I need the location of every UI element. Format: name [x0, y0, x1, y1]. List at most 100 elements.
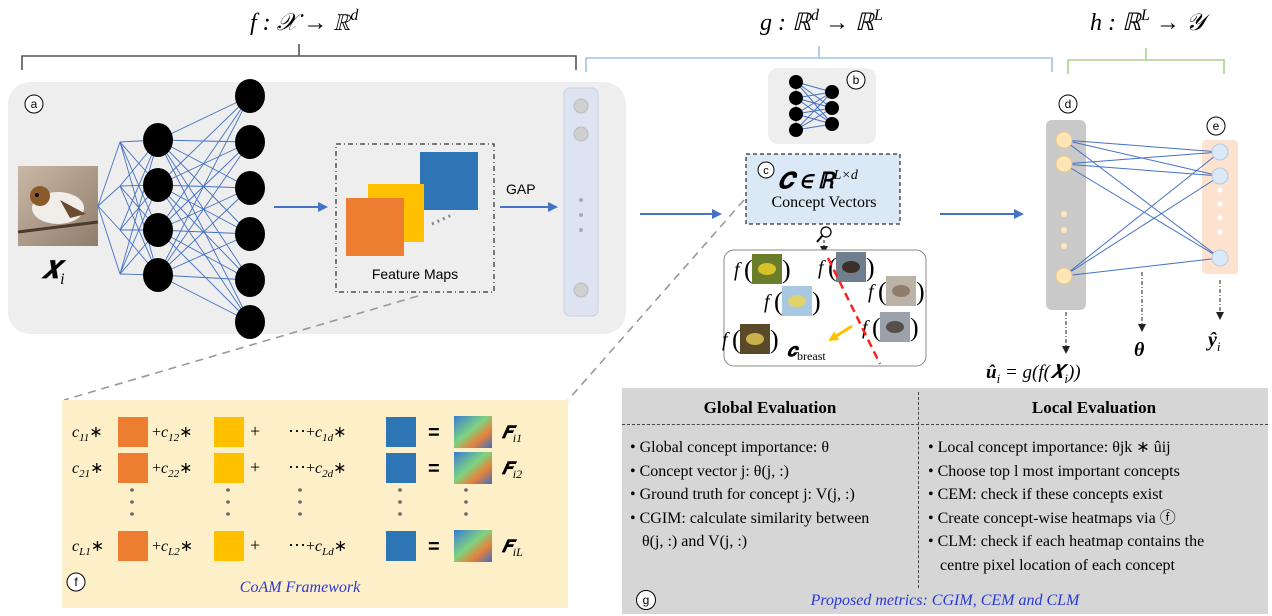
evaluation-heading-line [622, 424, 1268, 425]
evaluation-caption: Proposed metrics: CGIM, CEM and CLM [810, 592, 1080, 609]
vertical-ellipsis-dot [298, 488, 302, 492]
output-node [1211, 249, 1229, 267]
svg-text:e: e [1213, 119, 1220, 133]
network-node [235, 217, 265, 251]
breast-concept-arrow [828, 324, 853, 342]
vertical-ellipsis-dot [464, 500, 468, 504]
coefficient-label: +cLd∗ [306, 538, 347, 558]
concept-vectors-label: Concept Vectors [771, 194, 876, 211]
badge-e [1206, 116, 1226, 136]
vertical-ellipsis-dot [398, 488, 402, 492]
coefficient-label: c21∗ [72, 460, 104, 480]
evaluation-divider [918, 392, 919, 588]
h-mapping-title: h : ℝL → 𝒴 [1090, 7, 1211, 36]
concept-formula: 𝑪 ∈ ℝL×d [778, 168, 859, 193]
vertical-ellipsis-dot [226, 512, 230, 516]
local-evaluation-heading: Local Evaluation [1031, 398, 1157, 417]
global-item-2: • Concept vector j: θ(j, :) [630, 462, 789, 480]
y-hat-symbol: ŷi [1206, 329, 1221, 354]
feature-map-square [386, 453, 416, 483]
ellipsis-dot [1217, 215, 1223, 221]
heatmap-thumbnail [454, 452, 492, 484]
local-evaluation-column: Local Evaluation • Local concept importa… [920, 388, 1268, 614]
open-paren: ( [878, 277, 887, 306]
breast-concept-label: 𝒄breast [787, 340, 826, 363]
global-item-1: • Global concept importance: θ [630, 439, 829, 456]
coefficient-label: cL1∗ [72, 538, 104, 558]
feature-maps-box [335, 143, 495, 293]
network-node [143, 123, 173, 157]
thumbnail-bird [892, 285, 910, 297]
network-node [235, 125, 265, 159]
close-paren: ) [916, 277, 925, 306]
network-node [235, 171, 265, 205]
network-node [789, 75, 803, 89]
network-node [235, 305, 265, 339]
network-node [143, 258, 173, 292]
ellipsis-dot [1217, 187, 1223, 193]
network-node [143, 213, 173, 247]
close-paren: ) [910, 313, 919, 342]
ellipsis: ⋯ [288, 457, 306, 477]
heatmap-thumbnail [454, 416, 492, 448]
concept-node [1055, 267, 1073, 285]
vertical-ellipsis-dot [398, 500, 402, 504]
f-function-label: f [818, 257, 826, 279]
close-paren: ) [782, 255, 791, 284]
coefficient-label: +cL2∗ [152, 538, 193, 558]
feature-map-blue [420, 152, 478, 210]
network-node [235, 79, 265, 113]
f-function-label: f [734, 259, 742, 281]
coefficient-label: +c2d∗ [306, 460, 347, 480]
thumbnail-bird [758, 263, 776, 275]
ellipsis-dot [1061, 227, 1067, 233]
equals-sign: = [428, 422, 440, 444]
plus-sign: + [250, 535, 260, 555]
vertical-ellipsis-dot [130, 488, 134, 492]
close-paren: ) [866, 253, 875, 282]
network-node [789, 107, 803, 121]
concept-node [1055, 155, 1073, 173]
badge-g: g [636, 590, 656, 610]
feature-map-orange [346, 198, 404, 256]
coefficient-label: +c12∗ [152, 424, 193, 444]
local-item-3: • CEM: check if these concepts exist [928, 486, 1163, 503]
feature-maps-label: Feature Maps [372, 266, 458, 282]
ellipsis-dot [1217, 229, 1223, 235]
vertical-ellipsis-dot [226, 500, 230, 504]
vertical-ellipsis-dot [464, 488, 468, 492]
svg-text:b: b [853, 73, 860, 87]
network-node [789, 123, 803, 137]
coefficient-label: +c22∗ [152, 460, 193, 480]
network-node [143, 168, 173, 202]
feature-map-square [386, 417, 416, 447]
badge-a [24, 94, 44, 114]
f-function-label: f [862, 317, 870, 339]
u-hat-formula: ûi = g(f(𝑿i)) [986, 362, 1081, 386]
f-mapping-title: f : 𝒳 → ℝd [250, 7, 359, 36]
close-paren: ) [770, 325, 779, 354]
vertical-ellipsis-dot [130, 512, 134, 516]
feature-map-square [118, 531, 148, 561]
ellipsis-dot [1061, 243, 1067, 249]
h-bracket [1067, 59, 1225, 74]
feature-map-square [214, 531, 244, 561]
open-paren: ( [744, 255, 753, 284]
global-item-5: θ(j, :) and V(j, :) [642, 533, 748, 550]
vertical-ellipsis-dot [130, 500, 134, 504]
local-evaluation-list: • Local concept importance: θjk ∗ ûij • … [928, 436, 1204, 577]
local-item-2: • Choose top l most important concepts [928, 462, 1180, 480]
output-node [1211, 143, 1229, 161]
plus-sign: + [250, 457, 260, 477]
network-node [825, 85, 839, 99]
f-function-label: f [868, 281, 876, 303]
f-bracket [21, 55, 577, 70]
vertical-ellipsis-dot [226, 488, 230, 492]
concept-separator [826, 257, 882, 365]
open-paren: ( [774, 287, 783, 316]
feature-map-square [214, 453, 244, 483]
thumbnail-bird [886, 321, 904, 333]
ellipsis-dot [1217, 201, 1223, 207]
local-item-6: centre pixel location of each concept [940, 556, 1175, 574]
